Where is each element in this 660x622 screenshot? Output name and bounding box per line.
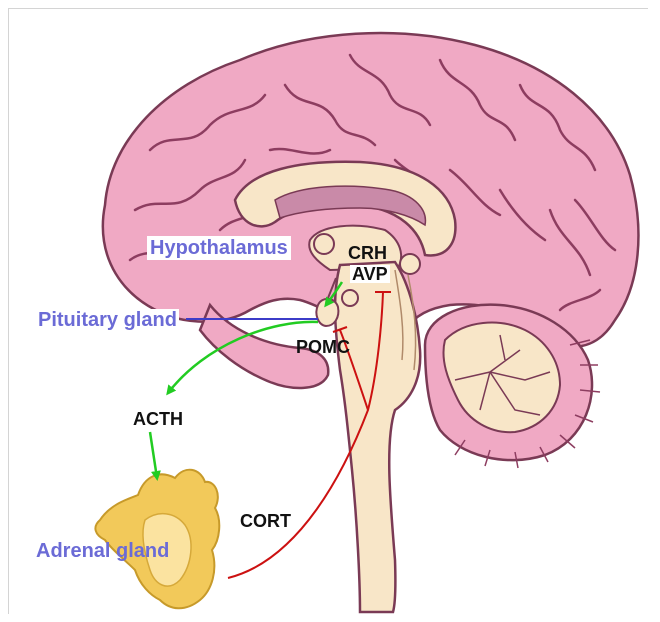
label-pomc: POMC [296,338,350,356]
brainstem [335,262,420,612]
nucleus-right [400,254,420,274]
label-crh: CRH [348,244,387,262]
label-avp: AVP [350,265,390,283]
label-pituitary-gland: Pituitary gland [36,309,179,331]
label-hypothalamus: Hypothalamus [147,236,291,260]
label-acth: ACTH [133,410,183,428]
label-adrenal-gland: Adrenal gland [36,541,169,561]
label-cort: CORT [240,512,291,530]
arrow-acth-to-adrenal [150,432,157,478]
mammillary-body [342,290,358,306]
nucleus-top [314,234,334,254]
